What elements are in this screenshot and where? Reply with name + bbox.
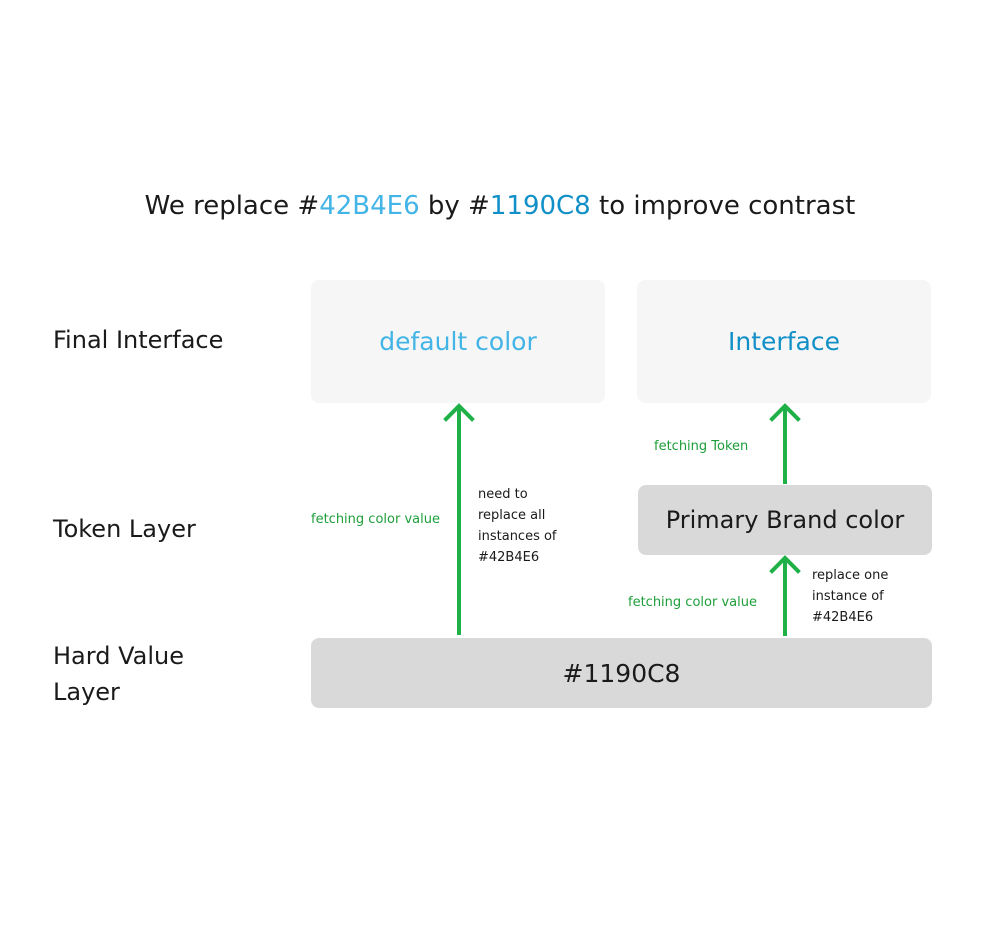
title-suffix: to improve contrast <box>590 191 856 221</box>
title-old-hex: 42B4E6 <box>319 191 420 221</box>
arrow-hard-to-default-color <box>443 403 475 635</box>
default-color-label: default color <box>379 327 537 356</box>
note-replace-one-line: #42B4E6 <box>812 610 874 625</box>
note-need-to-replace: need to replace all instances of #42B4E6 <box>478 484 557 568</box>
title-middle: by # <box>419 191 490 221</box>
arrow-hard-to-token <box>769 555 801 636</box>
note-replace-one: replace one instance of #42B4E6 <box>812 565 888 628</box>
hard-value-label: #1190C8 <box>562 658 681 688</box>
arrow-token-to-interface <box>769 403 801 484</box>
note-need-to-replace-line: instances of <box>478 529 557 544</box>
primary-brand-color-label: Primary Brand color <box>665 506 905 534</box>
note-fetching-token: fetching Token <box>654 439 749 454</box>
row-label-hard-value-line1: Hard Value <box>53 642 184 670</box>
row-label-hard-value: Hard Value Layer <box>53 638 184 710</box>
note-need-to-replace-line: replace all <box>478 508 546 523</box>
note-need-to-replace-line: #42B4E6 <box>478 550 540 565</box>
note-fetching-color-value-right: fetching color value <box>628 595 757 610</box>
interface-box: Interface <box>637 280 931 403</box>
row-label-final-interface: Final Interface <box>53 326 224 354</box>
default-color-box: default color <box>311 280 605 403</box>
row-label-hard-value-line2: Layer <box>53 678 120 706</box>
note-replace-one-line: instance of <box>812 589 884 604</box>
note-fetching-color-value-left: fetching color value <box>311 512 440 527</box>
note-need-to-replace-line: need to <box>478 487 528 502</box>
primary-brand-color-box: Primary Brand color <box>638 485 932 555</box>
row-label-token-layer: Token Layer <box>53 515 196 543</box>
note-replace-one-line: replace one <box>812 568 889 583</box>
title-prefix: We replace # <box>144 191 320 221</box>
title-new-hex: 1190C8 <box>489 191 591 221</box>
hard-value-box: #1190C8 <box>311 638 932 708</box>
interface-label: Interface <box>728 327 840 356</box>
diagram-title: We replace #42B4E6 by #1190C8 to improve… <box>0 186 1000 226</box>
